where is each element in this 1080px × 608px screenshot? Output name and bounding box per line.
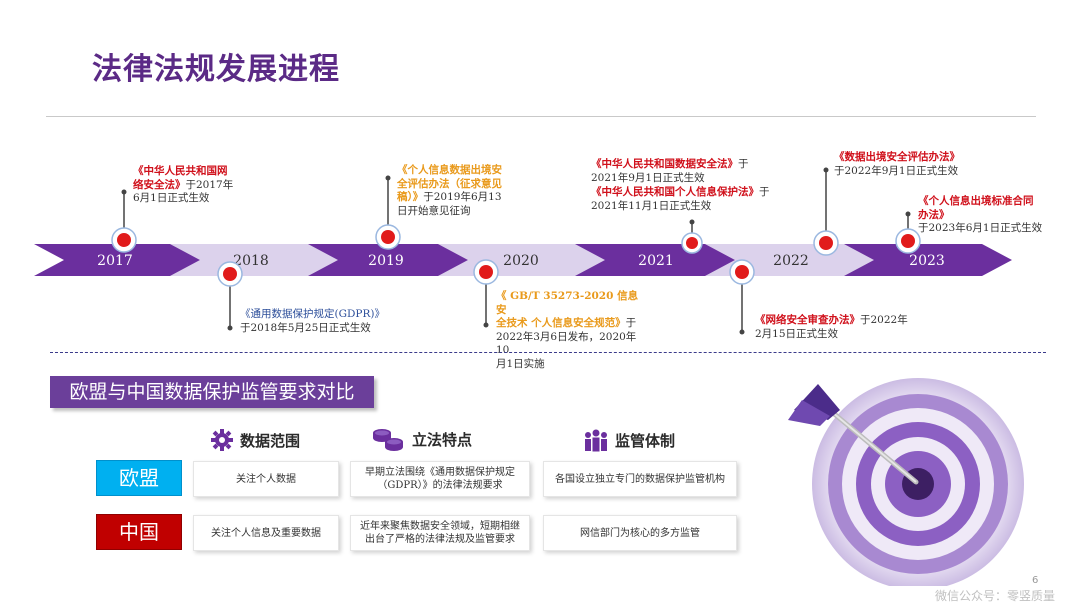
watermark: 微信公众号：零竖质量 xyxy=(935,589,1056,603)
marker-dots xyxy=(111,224,921,287)
header-regulation: 监管体制 xyxy=(583,428,675,452)
event-2019: 《个人信息数据出境安 全评估办法（征求意见 稿）》于2019年6月13 日开始意… xyxy=(397,164,502,217)
event-2022-review: 《网络安全审查办法》于2022年 2月15日正式生效 xyxy=(755,314,908,340)
coins-icon xyxy=(373,429,403,451)
year-2019: 2019 xyxy=(368,253,404,269)
year-2023: 2023 xyxy=(909,253,945,269)
event-2021-pipl: 《中华人民共和国个人信息保护法》于 2021年11月1日正式生效 xyxy=(591,186,770,212)
chevron-2023 xyxy=(844,244,1012,276)
page-number: 6 xyxy=(1032,575,1039,586)
header-data-scope: 数据范围 xyxy=(210,428,300,452)
gear-icon xyxy=(211,429,233,451)
timeline: 2017 2018 2019 2020 2021 2022 2023 xyxy=(34,167,1012,335)
event-2021-data-security: 《中华人民共和国数据安全法》于 2021年9月1日正式生效 xyxy=(591,158,749,184)
section-divider xyxy=(50,352,1046,353)
event-2018: 《通用数据保护规定(GDPR)》 于2018年5月25日正式生效 xyxy=(240,308,385,334)
year-2022: 2022 xyxy=(773,253,809,269)
chevron-2022 xyxy=(705,244,904,276)
cn-data-scope: 关注个人信息及重要数据 xyxy=(193,515,339,551)
chevron-2019 xyxy=(308,244,468,276)
year-2017: 2017 xyxy=(97,253,133,269)
event-2022-export: 《数据出境安全评估办法》 于2022年9月1日正式生效 xyxy=(834,151,960,177)
year-2021: 2021 xyxy=(638,253,674,269)
people-icon xyxy=(585,429,607,452)
event-2017: 《中华人民共和国网 络安全法》于2017年 6月1日正式生效 xyxy=(133,165,234,204)
cn-legislation: 近年来聚焦数据安全领域，短期相继出台了严格的法律法规及监管要求 xyxy=(350,515,530,551)
eu-regulation: 各国设立独立专门的数据保护监管机构 xyxy=(543,461,737,497)
eu-legislation: 早期立法围绕《通用数据保护规定（GDPR）》的法律法规要求 xyxy=(350,461,530,497)
event-2023: 《个人信息出境标准合同 办法》 于2023年6月1日正式生效 xyxy=(918,195,1043,234)
region-eu: 欧盟 xyxy=(96,460,182,496)
page-title: 法律法规发展进程 xyxy=(92,52,340,87)
target-icon xyxy=(788,378,1024,586)
event-2020: 《 GB/T 35273-2020 信息安 全技术 个人信息安全规范》于 202… xyxy=(496,290,639,370)
region-china: 中国 xyxy=(96,514,182,550)
title-divider xyxy=(46,116,1036,117)
year-2018: 2018 xyxy=(233,253,269,269)
header-legislation: 立法特点 xyxy=(372,426,472,452)
cn-regulation: 网信部门为核心的多方监管 xyxy=(543,515,737,551)
year-2020: 2020 xyxy=(503,253,539,269)
comparison-title: 欧盟与中国数据保护监管要求对比 xyxy=(50,376,374,408)
chevron-2017 xyxy=(34,244,200,276)
eu-data-scope: 关注个人数据 xyxy=(193,461,339,497)
